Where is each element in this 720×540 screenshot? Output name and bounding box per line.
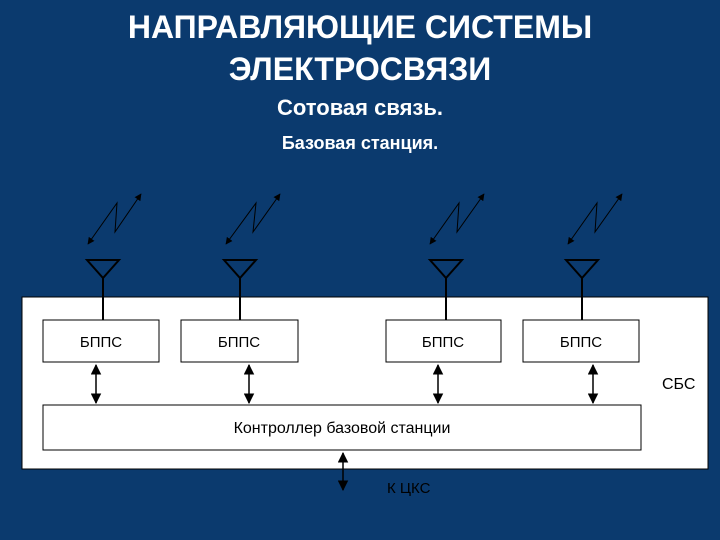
transceiver-box: [42, 319, 160, 363]
transceiver-unit: БППС: [42, 193, 160, 405]
transceiver-box: [180, 319, 299, 363]
transceiver-label: БППС: [422, 334, 464, 351]
transceiver-box: [385, 319, 502, 363]
transceiver-unit: БППС: [385, 193, 502, 405]
slide-title: НАПРАВЛЯЮЩИЕ СИСТЕМЫ ЭЛЕКТРОСВЯЗИ: [0, 6, 720, 90]
transceiver-label: БППС: [218, 334, 260, 351]
controller-label: Контроллер базовой станции: [234, 420, 451, 437]
radio-wave-icon: [567, 193, 623, 245]
transceiver-label: БППС: [80, 334, 122, 351]
subtitle-cellular: Сотовая связь.: [277, 95, 443, 120]
output-label: К ЦКС: [387, 480, 431, 497]
transceiver-unit: БППС: [522, 193, 640, 405]
antenna-icon: [427, 259, 465, 280]
radio-wave-icon: [429, 193, 485, 245]
antenna-icon: [563, 259, 601, 280]
radio-wave-icon: [225, 193, 281, 245]
transceiver-unit: БППС: [180, 193, 299, 405]
title-line-2: ЭЛЕКТРОСВЯЗИ: [228, 51, 492, 87]
title-line-1: НАПРАВЛЯЮЩИЕ СИСТЕМЫ: [127, 9, 593, 45]
antenna-icon: [84, 259, 122, 280]
subtitle-base-station: Базовая станция.: [281, 133, 439, 153]
antenna-icon: [221, 259, 259, 280]
transceiver-box: [522, 319, 640, 363]
system-label: СБС: [662, 376, 695, 393]
transceiver-label: БППС: [560, 334, 602, 351]
controller-box: [42, 404, 642, 451]
radio-wave-icon: [87, 193, 142, 245]
